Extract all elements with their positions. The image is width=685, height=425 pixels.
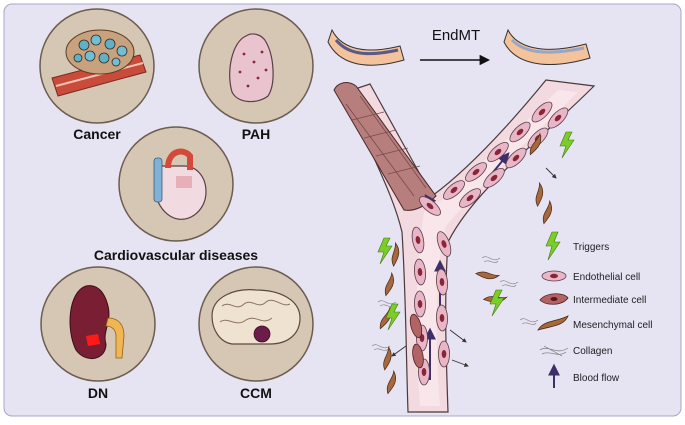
ccm-label: CCM	[240, 385, 272, 401]
cancer-panel: Cancer	[39, 8, 155, 142]
cells-layer	[371, 101, 575, 395]
mesenchymal-cell	[384, 271, 395, 297]
legend-endothelial-label: Endothelial cell	[573, 272, 640, 283]
brain-icon	[211, 289, 301, 345]
dn-label: DN	[88, 385, 108, 401]
cell-nucleus	[439, 314, 445, 322]
legend-collagen: Collagen	[539, 345, 612, 357]
cvd-label: Cardiovascular diseases	[94, 247, 258, 263]
migration-arrow	[391, 345, 407, 357]
vessel-segment-before	[327, 28, 405, 66]
trigger-icon	[545, 231, 561, 261]
background-panel	[3, 3, 682, 417]
trigger-bolt	[489, 289, 505, 317]
trigger-bolt	[559, 131, 575, 159]
mesenchymal-cell	[391, 241, 400, 267]
cell-nucleus	[494, 148, 502, 156]
cell-nucleus	[415, 236, 421, 244]
legend-mesenchymal: Mesenchymal cell	[537, 315, 652, 331]
trigger-bolt	[377, 237, 393, 265]
mesenchymal-cell-icon	[537, 315, 569, 331]
legend-blood-flow-label: Blood flow	[573, 373, 620, 384]
collagen-icon	[539, 345, 569, 357]
cell-nucleus	[426, 202, 434, 210]
migration-arrow	[449, 329, 467, 343]
legend-collagen-label: Collagen	[573, 346, 612, 357]
legend: Triggers Endothelial cell Intermediate c…	[537, 231, 652, 388]
legend-triggers: Triggers	[545, 231, 609, 261]
cell-nucleus	[421, 368, 427, 376]
legend-intermediate-label: Intermediate cell	[573, 295, 646, 306]
collagen-fiber	[371, 344, 391, 352]
legend-blood-flow: Blood flow	[548, 363, 620, 388]
cell-nucleus	[472, 168, 480, 176]
cell-nucleus	[417, 300, 423, 308]
cell-nucleus	[450, 186, 458, 194]
tumor-icon	[51, 29, 147, 97]
cell-nucleus	[554, 114, 562, 122]
cell-nucleus	[441, 350, 447, 358]
pah-label: PAH	[242, 126, 271, 142]
collagen-fiber	[481, 256, 501, 264]
dn-panel: DN	[40, 266, 156, 401]
cvd-panel: Cardiovascular diseases	[94, 126, 258, 263]
collagen-fiber	[499, 280, 519, 288]
cell-nucleus	[490, 174, 498, 182]
cell-nucleus	[417, 268, 423, 276]
cell-nucleus	[466, 194, 474, 202]
endmt-schematic: EndMT	[327, 27, 591, 66]
heart-icon	[153, 148, 207, 220]
kidney-icon	[69, 285, 125, 359]
cell-nucleus	[512, 154, 520, 162]
pah-panel: PAH	[198, 8, 314, 142]
migration-arrow	[545, 167, 557, 179]
legend-intermediate: Intermediate cell	[539, 293, 646, 306]
intermediate-cell	[412, 343, 424, 369]
vessel-segment-after	[503, 28, 591, 65]
trigger-bolt	[385, 303, 401, 331]
lung-icon	[229, 33, 274, 103]
collagen-fiber	[519, 318, 539, 326]
cancer-label: Cancer	[73, 126, 121, 142]
ccm-panel: CCM	[198, 266, 314, 401]
cell-nucleus	[516, 128, 524, 136]
cell-nucleus	[538, 108, 546, 116]
mesenchymal-cell	[475, 271, 501, 280]
legend-endothelial: Endothelial cell	[541, 270, 640, 283]
cell-nucleus	[441, 240, 447, 248]
mesenchymal-cell	[535, 181, 544, 207]
mesenchymal-cell	[542, 199, 553, 225]
migration-arrow	[451, 359, 469, 367]
endmt-label: EndMT	[432, 27, 480, 44]
mesenchymal-cell	[529, 132, 542, 156]
mesenchymal-cell	[386, 369, 397, 395]
legend-mesenchymal-label: Mesenchymal cell	[573, 320, 652, 331]
cell-nucleus	[439, 278, 445, 286]
legend-triggers-label: Triggers	[573, 242, 609, 253]
intermediate-cell	[409, 313, 423, 339]
